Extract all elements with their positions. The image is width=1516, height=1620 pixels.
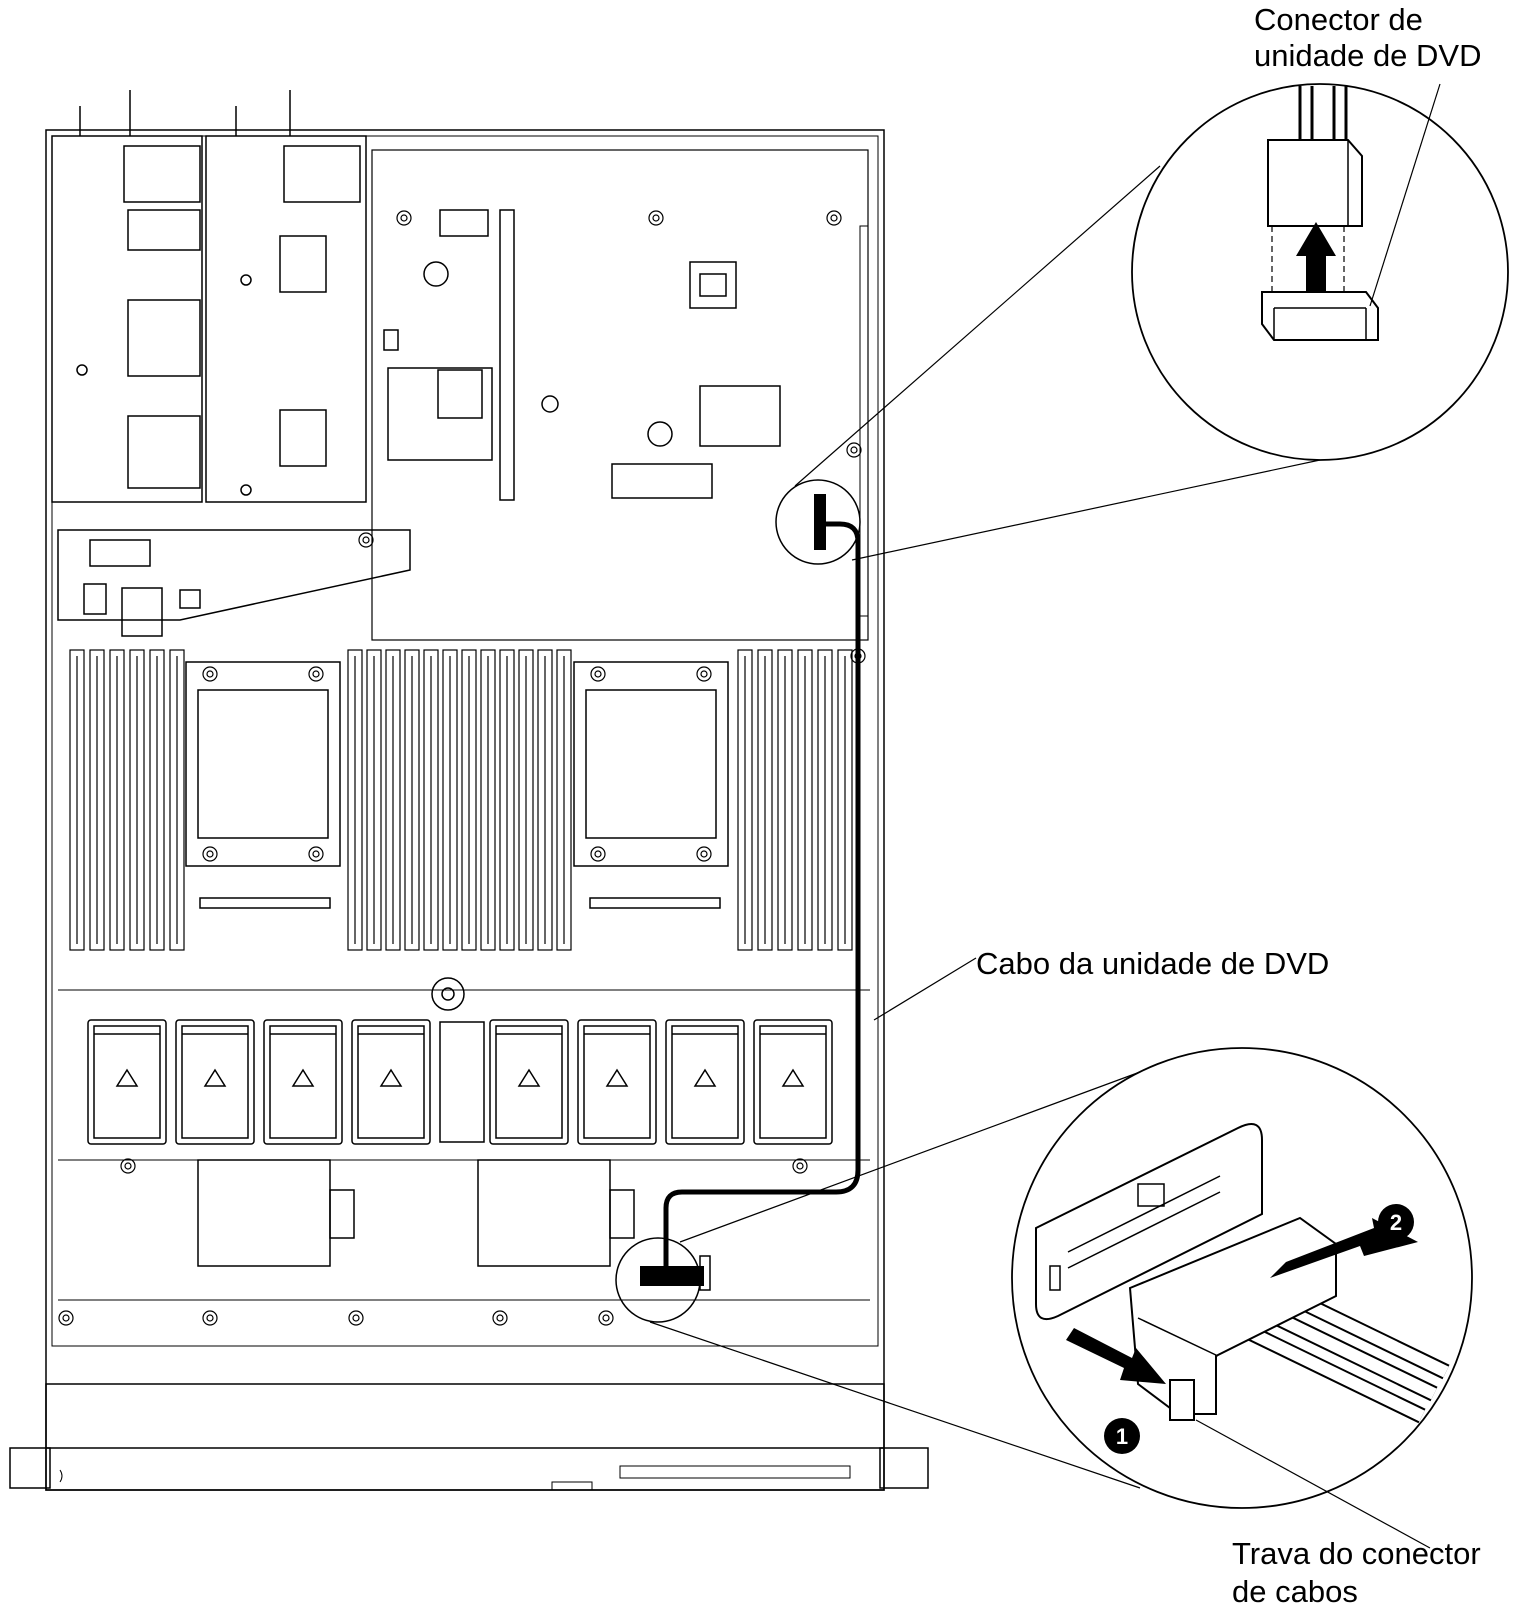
dimm-bank-3 (737, 649, 853, 951)
drive-bays (58, 1158, 870, 1326)
dimm-bank-1 (69, 649, 185, 951)
latch-label-line1: Trava do conector (1232, 1536, 1481, 1571)
bezel-right-ear (879, 1447, 929, 1489)
step-1-badge: 1 (1104, 1418, 1140, 1454)
power-supply-left (51, 90, 203, 503)
processor-1 (185, 661, 341, 909)
processor-2 (573, 661, 729, 909)
system-board (57, 149, 869, 664)
dvd-connector-label-line2: unidade de DVD (1254, 38, 1482, 73)
svg-text:1: 1 (1116, 1424, 1128, 1449)
dvd-cable-drive-end (640, 1266, 704, 1286)
detail-source-circle-bottom (615, 1237, 701, 1323)
dvd-cable (663, 521, 861, 1268)
dvd-cable-leader (873, 957, 977, 1021)
svg-text:2: 2 (1390, 1210, 1402, 1235)
detail-magnified-circle-bottom (1011, 1047, 1473, 1509)
dvd-cable-system-board-end (814, 494, 826, 550)
step-2-badge: 2 (1378, 1204, 1414, 1240)
latch-label-line2: de cabos (1232, 1574, 1358, 1609)
dvd-connector-label-line1: Conector de (1254, 2, 1423, 37)
dimm-bank-2 (347, 649, 572, 951)
pull-connector-arrow (1270, 1218, 1418, 1278)
detail-dvd-connector (775, 83, 1509, 565)
detail-connector-latch (615, 1047, 1473, 1549)
bezel-left-ear (9, 1447, 51, 1489)
power-supply-right (205, 90, 367, 503)
front-bezel (45, 1383, 885, 1491)
server-chassis (9, 90, 929, 1491)
detail-source-circle-top (775, 479, 861, 565)
push-latch-arrow (1066, 1328, 1166, 1384)
dvd-cable-label: Cabo da unidade de DVD (976, 946, 1330, 981)
fan-row (87, 1019, 833, 1145)
